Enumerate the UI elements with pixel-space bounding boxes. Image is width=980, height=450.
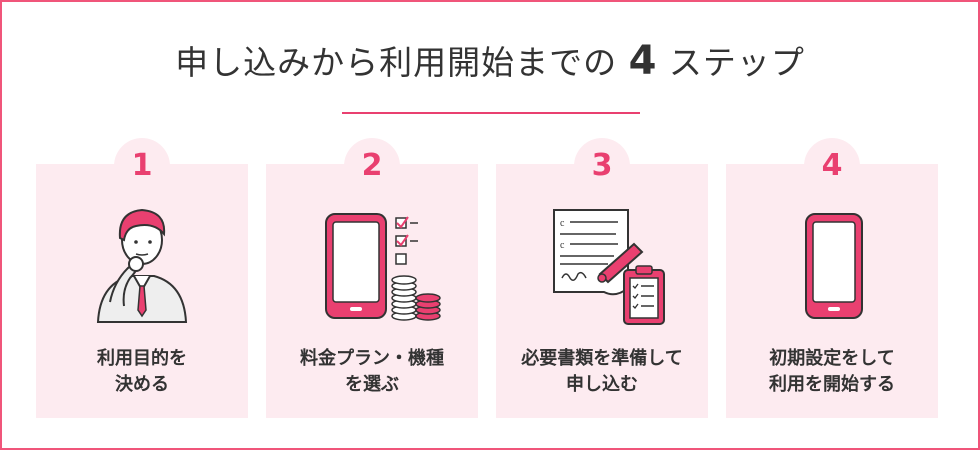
title-divider xyxy=(342,112,640,114)
smartphone-icon xyxy=(805,213,863,319)
step-number-badge-3: 3 xyxy=(574,138,630,194)
thinking-person-icon xyxy=(96,208,188,323)
step-label-1: 利用目的を 決める xyxy=(36,346,248,398)
title-prefix: 申し込みから利用開始までの xyxy=(175,43,618,82)
step-label-3-line2: 申し込む xyxy=(566,374,638,395)
step-label-2: 料金プラン・機種 を選ぶ xyxy=(266,346,478,398)
title-suffix: ステップ xyxy=(668,43,805,82)
step-label-3-line1: 必要書類を準備して xyxy=(521,348,683,369)
step-number-badge-4: 4 xyxy=(804,138,860,194)
step-label-1-line1: 利用目的を xyxy=(97,348,187,369)
step-label-4-line2: 利用を開始する xyxy=(769,374,895,395)
document-signing-icon: c c xyxy=(553,209,665,325)
title-number: 4 xyxy=(628,38,658,84)
step-number-badge-2: 2 xyxy=(344,138,400,194)
step-number-badge-1: 1 xyxy=(114,138,170,194)
page-title: 申し込みから利用開始までの 4 ステップ xyxy=(2,36,978,84)
step-label-2-line2: を選ぶ xyxy=(345,374,399,395)
step-label-4-line1: 初期設定をして xyxy=(769,348,895,369)
step-label-4: 初期設定をして 利用を開始する xyxy=(726,346,938,398)
svg-text:c: c xyxy=(560,218,565,229)
phone-checklist-coins-icon xyxy=(325,213,441,321)
step-label-1-line2: 決める xyxy=(115,374,169,395)
svg-text:c: c xyxy=(560,240,565,251)
step-label-2-line1: 料金プラン・機種 xyxy=(300,348,444,369)
step-label-3: 必要書類を準備して 申し込む xyxy=(496,346,708,398)
